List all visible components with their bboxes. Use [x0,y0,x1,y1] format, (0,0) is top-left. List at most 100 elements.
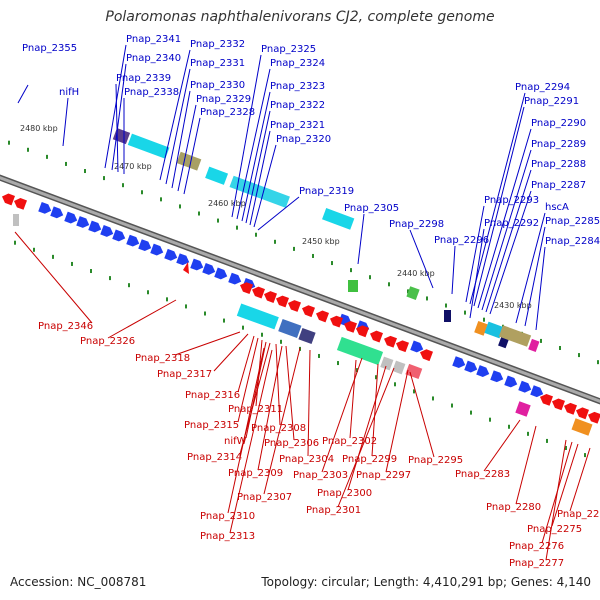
leader-line [171,90,191,189]
forward-gene-arrow [76,216,90,228]
tick-mark [223,318,225,323]
tick-mark [565,445,567,450]
leader-line [469,228,485,319]
feature-box [484,321,504,339]
leader-line [275,343,281,426]
tick-mark [369,275,371,280]
leader-line [545,439,567,561]
tick-mark [217,218,219,223]
genome-title: Polaromonas naphthalenivorans CJ2, compl… [105,9,495,25]
reverse-gene-arrow [540,393,553,406]
gene-label: Pnap_2311 [228,404,283,415]
gene-label: Pnap_2323 [270,81,325,92]
tick-mark [445,303,447,308]
forward-gene-arrow [228,272,242,285]
feature-box [474,320,488,336]
reverse-gene-arrow [576,407,589,420]
gene-label: Pnap_2285 [545,216,600,227]
gene-label: Pnap_2355 [22,43,77,54]
gene-label: Pnap_2309 [228,468,283,479]
tick-mark [559,345,561,350]
gene-label: nifH [59,87,79,98]
tick-mark [141,190,143,195]
reverse-gene-arrow [420,349,433,362]
gene-label: Pnap_2304 [279,454,334,465]
tick-mark [27,147,29,152]
leader-line [165,68,191,185]
reverse-gene-arrow [396,340,409,353]
top-feature-boxes [112,128,540,353]
tick-mark [413,389,415,394]
tick-mark [185,304,187,309]
forward-gene-arrow [164,248,178,261]
leader-line [465,205,485,303]
tick-mark [483,317,485,322]
forward-gene-arrow [50,206,64,219]
forward-gene-arrow [190,258,204,271]
leader-line [515,425,537,505]
tick-mark [198,211,200,216]
feature-box [406,286,420,300]
gene-label: Pnap_2290 [531,118,586,129]
leader-line [451,245,456,295]
leader-line [159,49,191,181]
gene-label: Pnap_2326 [80,336,135,347]
leader-line [321,357,363,473]
forward-gene-arrow [504,375,518,388]
leader-line [569,447,591,512]
leader-line [385,369,409,473]
genome-summary: Topology: circular; Length: 4,410,291 bp… [261,575,591,589]
gene-label: Pnap_2314 [187,452,242,463]
gene-label: Pnap_2302 [322,436,377,447]
scale-label: 2440 kbp [397,269,435,278]
reverse-gene-arrow [2,193,15,206]
forward-gene-arrow [452,356,466,369]
leader-line [227,347,265,514]
feature-box [176,151,202,171]
leader-line [481,149,532,311]
gene-label: Pnap_2301 [306,505,361,516]
tick-mark [337,361,339,366]
gene-label: Pnap_2303 [293,470,348,481]
gene-label: Pnap_2338 [124,87,179,98]
gene-label: Pnap_2324 [270,58,325,69]
accession-label: Accession: NC_008781 [10,575,147,589]
leader-line [515,212,546,324]
gene-label: Pnap_2328 [200,107,255,118]
gene-label: Pnap_2274 [557,509,600,520]
gene-label: Pnap_2298 [389,219,444,230]
tick-mark [451,403,453,408]
gene-label: Pnap_2310 [200,511,255,522]
reverse-gene-arrow [330,315,343,328]
gene-label: Pnap_2306 [264,438,319,449]
reverse-gene-arrow [370,330,383,343]
tick-mark [508,424,510,429]
top-gene-labels: Pnap_2355Pnap_2341Pnap_2340Pnap_2339Pnap… [22,34,600,247]
feature-box [127,133,170,159]
gene-label: Pnap_2317 [157,369,212,380]
gene-label: Pnap_2283 [455,469,510,480]
tick-mark [128,283,130,288]
gene-label: Pnap_2296 [434,235,489,246]
leader-line [337,367,395,508]
leader-line [263,347,301,495]
forward-gene-arrow [64,211,78,224]
leader-line [111,63,127,171]
gene-label: Pnap_2300 [317,488,372,499]
tick-mark [242,325,244,330]
gene-label: Pnap_2320 [276,134,331,145]
leader-line [307,349,311,457]
bottom-feature-boxes [13,214,593,436]
leader-line [17,84,29,104]
tick-mark [14,240,16,245]
forward-gene-arrow [202,263,216,275]
gene-label: Pnap_2287 [531,180,586,191]
leader-line [409,371,435,458]
feature-box [498,325,532,347]
forward-gene-arrow [112,229,126,242]
reverse-gene-arrow [264,291,277,303]
reverse-gene-arrow [356,325,369,338]
tick-mark [109,276,111,281]
forward-gene-arrow [410,340,424,353]
reverse-gene-arrow [240,282,253,295]
